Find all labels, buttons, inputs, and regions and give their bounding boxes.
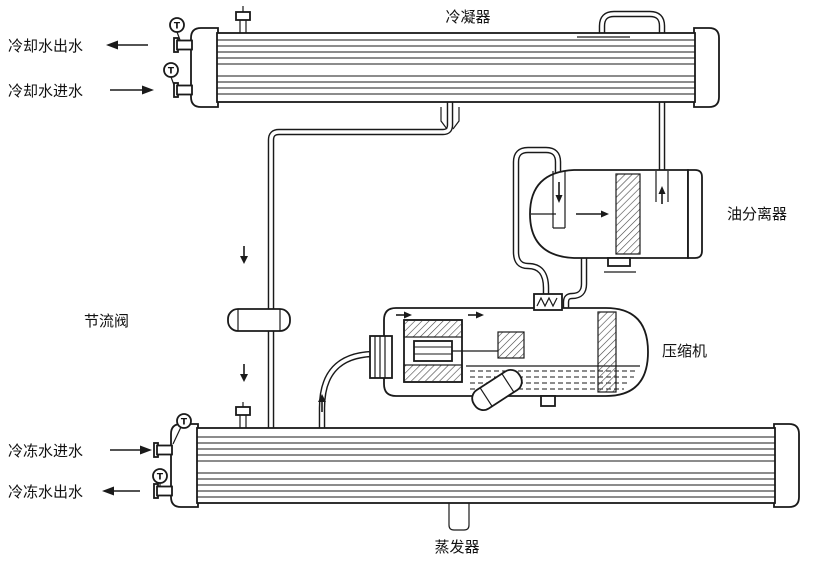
condenser-purge-valve [235,11,251,21]
temp-sensor-letter: T [157,473,164,483]
condenser-tubes [217,39,695,95]
evaporator-left-cap [170,423,199,508]
temp-sensor-icon [176,413,192,429]
liquid-line-pipe [267,100,454,430]
separator-flow-arrows [555,182,666,218]
chilled-out-arrow [102,486,140,496]
temp-sensor-icon [169,17,185,33]
slide-valve-block [497,331,525,359]
cooling-in-port [176,84,193,96]
chilled-water-ports [153,442,173,499]
labels: 冷凝器 油分离器 压缩机 节流阀 蒸发器 冷却水出水 冷却水进水 冷冻水进水 冷… [8,9,787,556]
coalescing-screen [615,173,641,255]
inlet-dip-tube [552,171,566,229]
temp-sensor-chilled-out: T [152,468,168,487]
temp-sensor-letter: T [181,418,188,428]
suction-flow-arrow [318,394,326,412]
stator-winding-bottom [403,364,463,383]
throttle-valve-body [227,308,291,332]
evaporator-drain [448,503,470,531]
evaporator: T T [152,402,800,531]
water-arrows [102,40,154,496]
temp-sensor-icon [163,62,179,78]
throttle-valve-label: 节流阀 [84,313,129,330]
cooling-water-out-label: 冷却水出水 [8,38,83,55]
evaporator-purge-valve [235,406,251,416]
throttle-valve [227,308,291,332]
evaporator-right-cap [773,423,800,508]
chilled-in-arrow [110,445,152,455]
cooling-in-arrow [110,85,154,95]
chilled-water-in-label: 冷冻水进水 [8,442,83,460]
condenser-purge-stem [239,6,247,33]
condenser: T T [163,6,720,130]
condenser-right-cap [693,27,720,108]
temp-sensor-cooling-in: T [163,62,179,86]
cooling-water-in-label: 冷却水进水 [8,83,83,100]
chilled-in-port [156,444,173,456]
compressor-bottom-cylinder [471,369,523,411]
discharge-spring [536,296,558,308]
condenser-left-cap [190,27,219,108]
condenser-bottom-stub [440,107,460,130]
compressor [369,293,649,411]
temp-sensor-letter: T [174,22,181,32]
pipe-flow-arrows [240,246,326,412]
chilled-out-port [156,485,173,497]
cooling-water-ports [173,37,193,98]
evaporator-tubes [197,436,775,498]
compressor-flow-arrows [396,311,484,319]
condenser-label: 冷凝器 [445,9,490,26]
evaporator-label: 蒸发器 [434,539,479,556]
oil-separator-right-cap [687,169,703,259]
oil-separator [529,169,703,273]
compressor-label: 压缩机 [662,343,707,360]
condenser-shell [216,32,696,103]
chilled-water-out-label: 冷冻水出水 [8,483,83,501]
outlet-tube [655,171,669,202]
suction-flange [369,335,393,379]
temp-sensor-cooling-out: T [169,17,185,41]
stator-winding-top [403,319,463,338]
discharge-pipe-compressor-to-separator [512,146,562,298]
hot-gas-pipe-separator-to-condenser [598,10,666,176]
pipes [267,10,666,430]
cooling-out-arrow [106,40,148,50]
motor-rotor [413,340,453,362]
liquid-flow-arrow-lower [240,364,248,382]
oil-separator-label: 油分离器 [727,206,787,223]
discharge-valve-housing [533,293,563,311]
oil-return-pipe [562,254,588,312]
oil-sump-hatching [470,370,636,390]
liquid-flow-arrow-upper [240,246,248,264]
compressor-drain-stub [540,395,556,407]
oil-separator-screen [597,311,617,393]
temp-sensor-letter: T [168,67,175,77]
temp-sensor-chilled-in: T [172,413,192,445]
evaporator-shell [196,427,776,504]
cooling-out-port [176,39,193,51]
separator-drain-fitting [607,257,631,267]
temp-sensor-icon [152,468,168,484]
